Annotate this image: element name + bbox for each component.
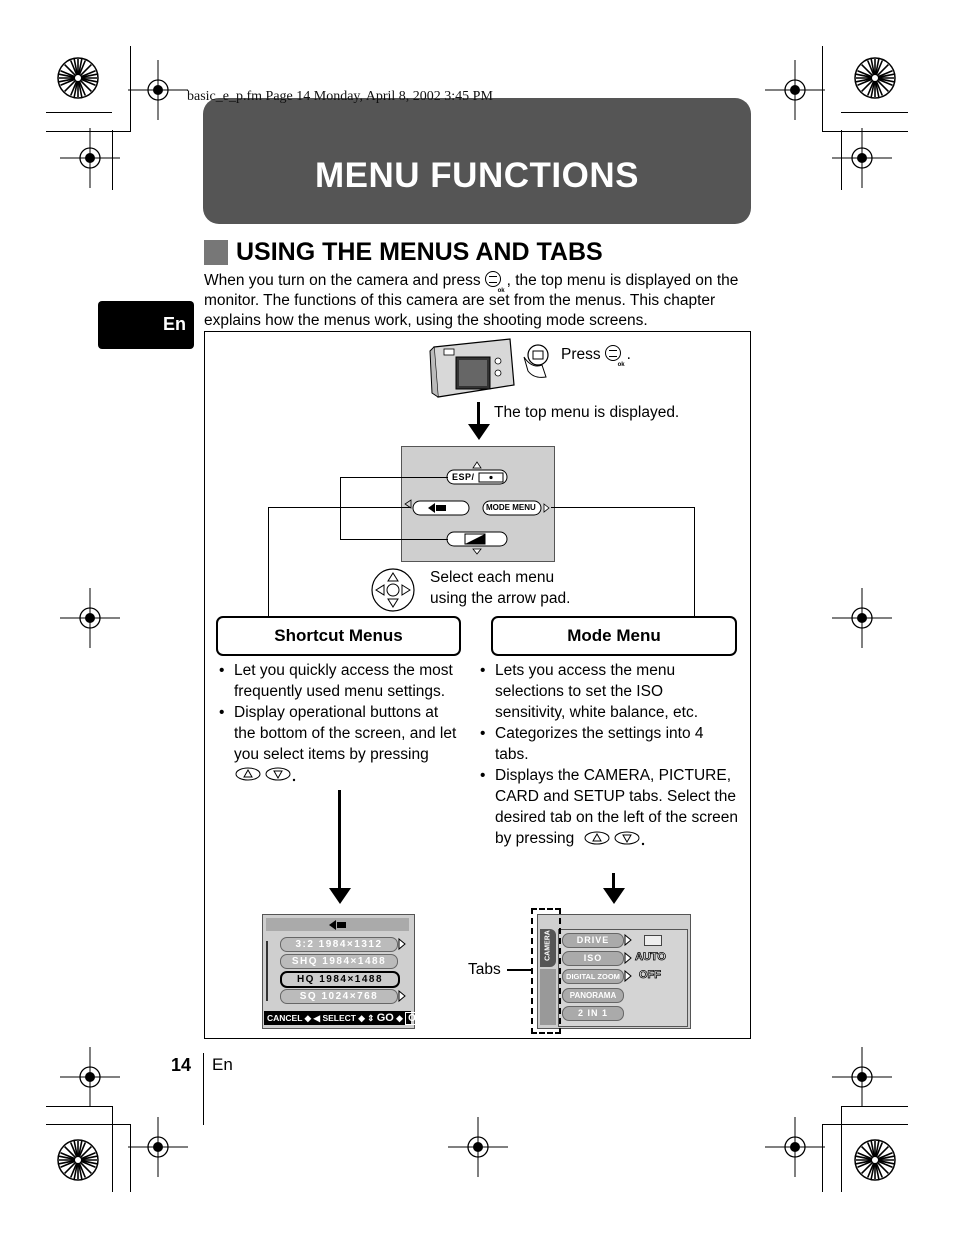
arrow-pad-label-line-1: Select each menu (430, 569, 555, 586)
esp-button-label: ESP/ (452, 472, 475, 482)
updown-key-icon: ◆ ⇕ (355, 1013, 377, 1023)
shortcut-bullets: Let you quickly access the most frequent… (217, 660, 467, 789)
shortcut-bullet-2: Display operational buttons at the botto… (217, 702, 467, 789)
mode-menu-screen: CAMERA DRIVE ISO DIGITAL ZOOM PANORAMA 2… (537, 914, 691, 1029)
mode-bullet-1: Lets you access the menu selections to s… (478, 660, 748, 723)
other-tabs (540, 969, 556, 1025)
shortcut-row-2: SHQ 1984×1488 (280, 954, 398, 969)
left-key-icon: ◆ ◀ (302, 1013, 323, 1023)
arrow-shaft (477, 402, 480, 426)
section-marker-icon (204, 240, 228, 265)
screen-button-bar: CANCEL ◆ ◀ SELECT ◆ ⇕ GO ◆ OK (264, 1011, 427, 1025)
go-arrow-icon: ◆ (393, 1013, 406, 1023)
press-text: Press (561, 346, 601, 363)
shortcut-bullet-1-line-1: Let you quickly access the most (234, 662, 453, 679)
language-tab-label: En (162, 314, 186, 334)
chapter-title: MENU FUNCTIONS (315, 156, 639, 195)
ok-label: OK (405, 1012, 427, 1025)
arrow-down-icon (329, 888, 351, 904)
arrow-pad-icon (371, 568, 415, 612)
footer-language: En (212, 1055, 233, 1074)
shortcut-bullet-1-line-2: frequently used menu settings. (234, 683, 446, 700)
shortcut-row-3-selected: HQ 1984×1488 (280, 971, 400, 988)
single-frame-icon (644, 935, 662, 946)
mode-bullet-2-line-1: Categorizes the settings into 4 (495, 725, 704, 742)
mode-item-2: ISO (562, 951, 624, 966)
section-heading: USING THE MENUS AND TABS (204, 238, 603, 267)
top-menu-label: The top menu is displayed. (494, 404, 680, 421)
press-label: Press. (561, 344, 631, 376)
mode-bullet-1-line-3: sensitivity, white balance, etc. (495, 704, 699, 721)
camera-tab: CAMERA (540, 929, 556, 967)
select-label: SELECT (322, 1013, 356, 1023)
arrow-down-icon (468, 424, 490, 440)
mode-menu-title: Mode Menu (491, 616, 737, 656)
print-header: basic_e_p.fm Page 14 Monday, April 8, 20… (187, 89, 493, 104)
digital-zoom-value: OFF (639, 969, 662, 982)
arrow-shaft (612, 873, 615, 890)
shortcut-bullet-1: Let you quickly access the most frequent… (217, 660, 467, 702)
mode-bullet-1-line-1: Lets you access the menu (495, 662, 676, 679)
arrow-shaft (338, 790, 341, 890)
top-menu-screen-graphics (404, 461, 550, 555)
intro-text-before: When you turn on the camera and press (204, 272, 481, 289)
mode-item-1: DRIVE (562, 933, 624, 948)
shortcut-row-4: SQ 1024×768 (280, 989, 398, 1004)
camera-illustration-icon (429, 338, 549, 398)
mode-bullet-3-line-1: Displays the CAMERA, PICTURE, (495, 767, 731, 784)
shortcut-updown-icons (234, 765, 467, 789)
tabs-highlight-frame (531, 908, 561, 1034)
mode-item-5: 2 IN 1 (562, 1006, 624, 1021)
image-quality-icon (329, 920, 346, 930)
cancel-label: CANCEL (267, 1013, 303, 1023)
mode-item-4: PANORAMA (562, 988, 624, 1003)
tabs-pointer-line (507, 969, 533, 971)
mode-bullet-3-line-3: desired tab on the left of the screen (495, 809, 738, 826)
screen-header (266, 918, 409, 931)
mode-bullet-3: Displays the CAMERA, PICTURE, CARD and S… (478, 765, 748, 849)
intro-paragraph: When you turn on the camera and press, t… (204, 271, 752, 331)
mode-bullet-2-line-2: tabs. (495, 746, 529, 763)
up-down-buttons-icon (235, 767, 296, 782)
mode-bullet-2: Categorizes the settings into 4 tabs. (478, 723, 748, 765)
mode-bullet-3-line-2: CARD and SETUP tabs. Select the (495, 788, 736, 805)
up-down-buttons-icon (584, 831, 644, 846)
shortcut-row-1: 3:2 1984×1312 (280, 937, 398, 952)
shortcut-bullet-2-line-1: Display operational buttons at (234, 704, 439, 721)
iso-value: AUTO (635, 951, 667, 964)
mode-menu-button-label: MODE MENU (486, 503, 536, 512)
shortcut-bullet-2-line-2: the bottom of the screen, and let (234, 725, 457, 742)
arrow-down-icon (603, 888, 625, 904)
arrow-pad-label: Select each menu using the arrow pad. (430, 567, 570, 609)
row-arrows-icon (398, 937, 406, 1003)
mode-bullets: Lets you access the menu selections to s… (478, 660, 748, 849)
mode-bullet-1-line-2: selections to set the ISO (495, 683, 664, 700)
item-arrows-icon (624, 933, 632, 983)
tabs-label: Tabs (468, 961, 501, 978)
arrow-pad-label-line-2: using the arrow pad. (430, 590, 571, 607)
language-tab: En (98, 301, 194, 349)
go-label: GO (376, 1012, 394, 1024)
shortcut-menus-title: Shortcut Menus (216, 616, 461, 656)
menu-ok-button-icon (484, 271, 505, 301)
shortcut-menu-screen: 3:2 1984×1312 SHQ 1984×1488 HQ 1984×1488… (262, 914, 427, 1029)
section-title: USING THE MENUS AND TABS (236, 238, 603, 266)
mode-item-3: DIGITAL ZOOM (562, 969, 624, 984)
page-number: 14 (171, 1055, 192, 1075)
shortcut-bullet-2-line-3: you select items by pressing (234, 746, 429, 763)
intro-text-after: , the top menu is displayed on the monit… (204, 272, 739, 329)
menu-diagram (204, 331, 751, 1039)
chapter-title-band: MENU FUNCTIONS (203, 98, 751, 224)
mode-bullet-3-line-4: by pressing (495, 828, 748, 849)
screen-scrollbar (266, 941, 268, 1001)
mode-bullet-3-line-4-text: by pressing (495, 830, 575, 847)
menu-ok-button-icon (604, 345, 625, 376)
